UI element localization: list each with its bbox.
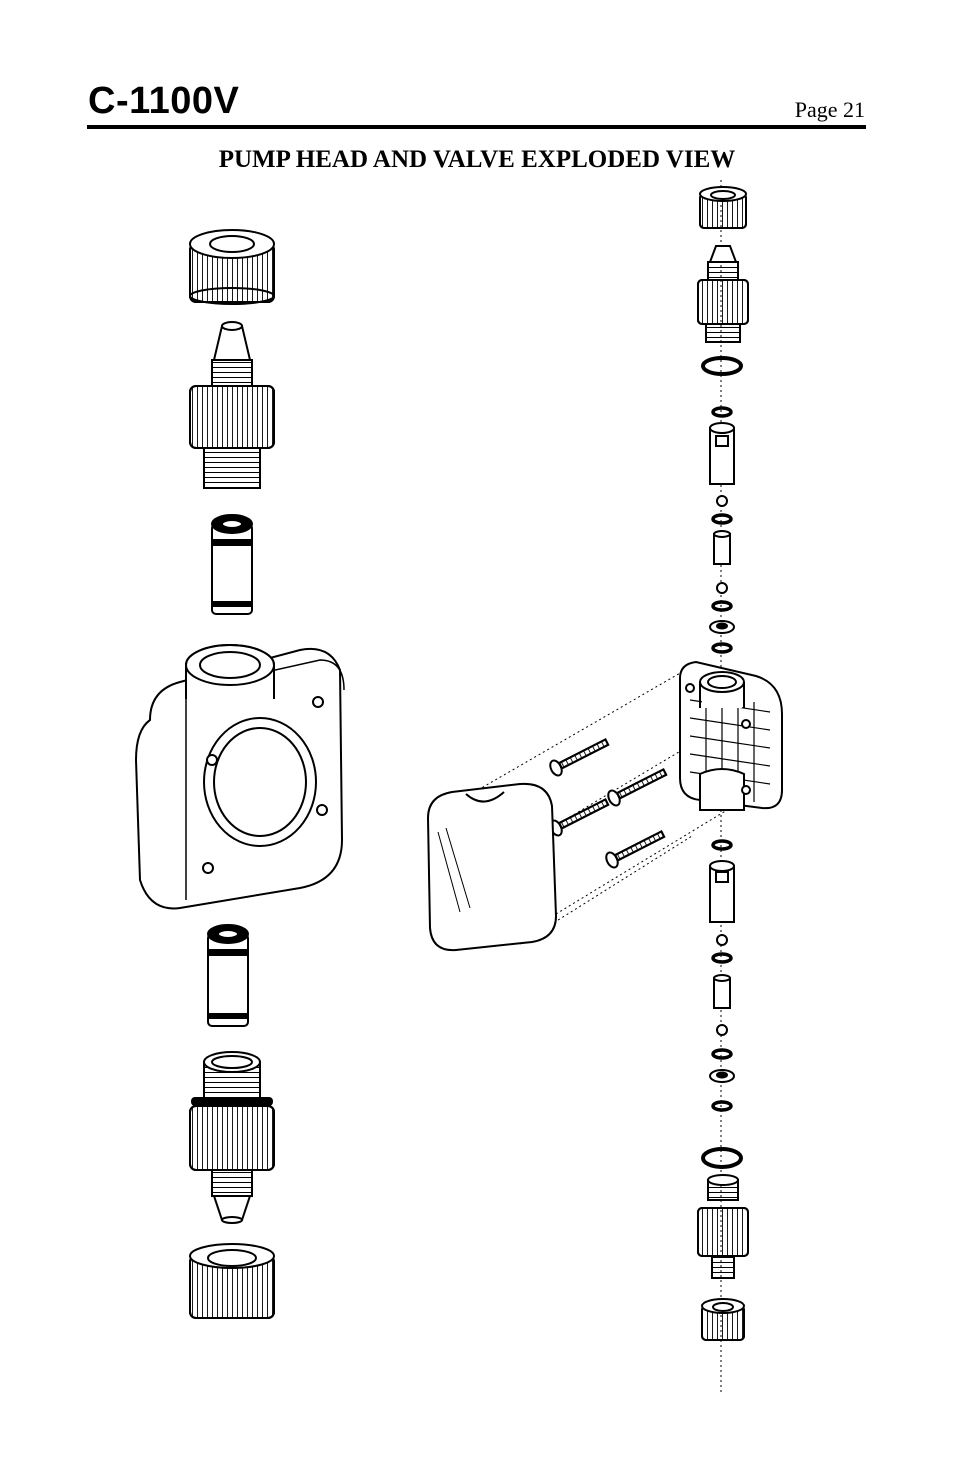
small-upper-fitting xyxy=(698,246,748,342)
motor-housing xyxy=(428,784,556,950)
left-exploded-column xyxy=(136,230,344,1318)
pump-head-rear xyxy=(680,662,782,810)
small-bottom-nut xyxy=(702,1299,744,1340)
upper-valve-stack xyxy=(703,358,741,652)
small-top-nut xyxy=(700,187,746,228)
valve-cartridge-lower xyxy=(208,925,248,1026)
tubing-connector-upper xyxy=(190,322,274,488)
bottom-fitting-nut xyxy=(190,1244,274,1318)
top-fitting-nut xyxy=(190,230,274,304)
lower-valve-stack xyxy=(703,841,741,1167)
pump-head-body xyxy=(136,645,344,908)
valve-cartridge-upper xyxy=(212,515,252,614)
mounting-screws xyxy=(548,735,669,869)
small-lower-fitting xyxy=(698,1175,748,1278)
right-exploded-assembly xyxy=(428,180,782,1392)
lower-fitting xyxy=(190,1052,274,1223)
